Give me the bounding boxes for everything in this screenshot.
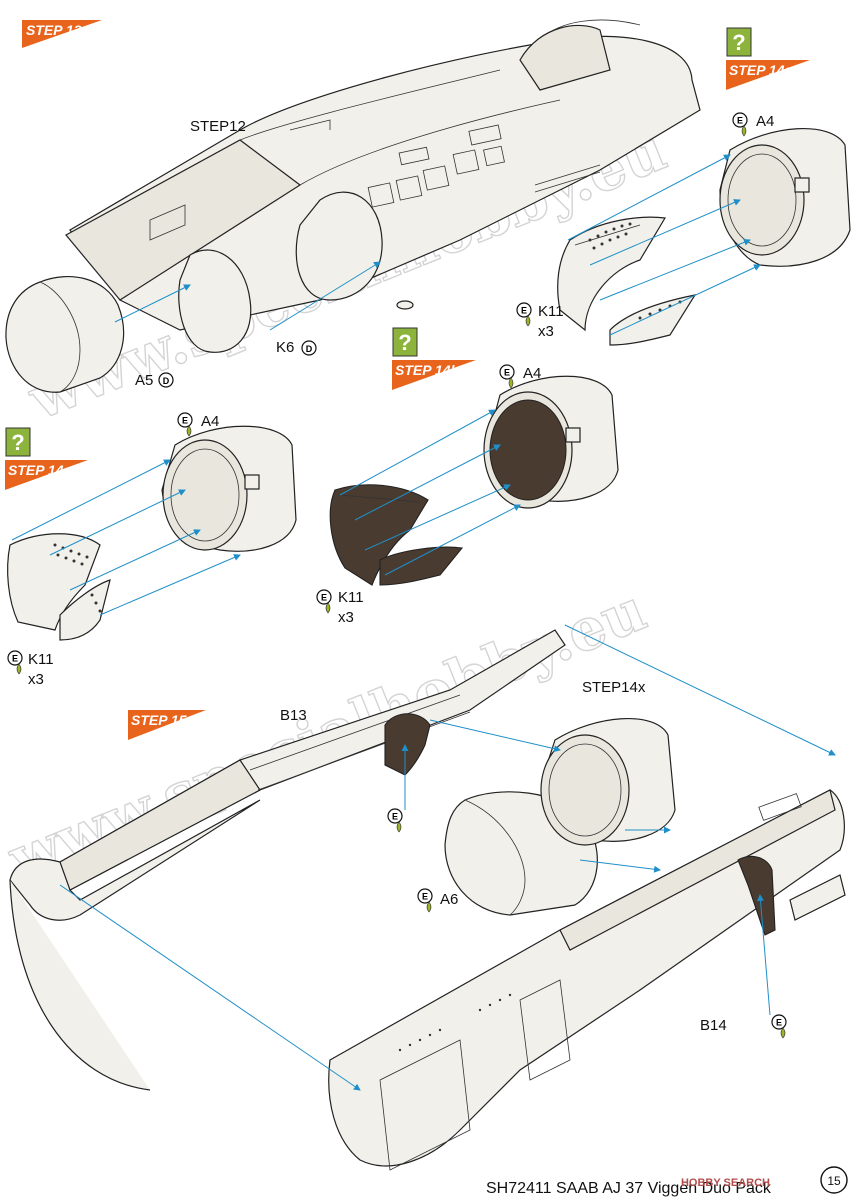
part-b14-label: B14 [700, 1017, 727, 1034]
step-15-assembly [9, 624, 846, 1171]
step-13-tag: STEP 13 [22, 20, 102, 48]
sprue-e-letter: E [321, 593, 327, 603]
part-k11-label: K11 [538, 303, 564, 320]
step-14a-question-icon: ? [726, 27, 752, 57]
step-13-assembly [5, 19, 701, 393]
quantity-x3-label: x3 [28, 671, 44, 688]
part-b13-label: B13 [280, 707, 307, 724]
sprue-e-letter: E [392, 812, 398, 822]
sprue-e-letter: E [422, 892, 428, 902]
svg-text:D: D [306, 344, 313, 354]
step-14c-assembly [7, 425, 297, 641]
part-k6-label: K6 [276, 339, 294, 356]
step-13-label: STEP 13 [26, 22, 82, 38]
step-15-tag: STEP 15 [128, 710, 206, 740]
part-k11-label: K11 [28, 651, 54, 668]
step-14c-tag: STEP 14c [5, 460, 88, 490]
publisher-mark: HOBBY SEARCH [681, 1177, 770, 1189]
svg-text:D: D [163, 376, 170, 386]
step-14c-label: STEP 14c [8, 462, 72, 478]
step-14b-tag: STEP 14b [392, 360, 476, 390]
quantity-x3-label: x3 [538, 323, 554, 340]
step-14a-assembly [557, 128, 851, 346]
page-number-badge: 15 [820, 1166, 848, 1194]
sprue-e-letter: E [12, 654, 18, 664]
svg-text:?: ? [732, 30, 745, 55]
sprue-e-letter: E [521, 306, 527, 316]
step-14a-tag: STEP 14a [726, 60, 810, 90]
step-14b-assembly [329, 375, 619, 586]
part-a4-label: A4 [201, 413, 219, 430]
sprue-d-icon: D [158, 372, 174, 388]
part-k11-label: K11 [338, 589, 364, 606]
step-14b-label: STEP 14b [395, 362, 460, 378]
part-a6-label: A6 [440, 891, 458, 908]
step-15-label: STEP 15 [131, 712, 187, 728]
part-a4-label: A4 [523, 365, 541, 382]
part-a5-label: A5 [135, 372, 153, 389]
sprue-e-letter: E [737, 116, 743, 126]
sprue-e-letter: E [776, 1018, 782, 1028]
petal-holes-icon [53, 543, 102, 613]
step12-reference-label: STEP12 [190, 118, 246, 135]
step-14c-question-icon: ? [5, 427, 31, 457]
step-14a-label: STEP 14a [729, 62, 793, 78]
svg-text:?: ? [398, 330, 411, 355]
sprue-e-letter: E [182, 416, 188, 426]
step14x-reference-label: STEP14x [582, 679, 646, 696]
sprue-e-letter: E [504, 368, 510, 378]
quantity-x3-label: x3 [338, 609, 354, 626]
step-14b-question-icon: ? [392, 327, 418, 357]
sprue-d-icon: D [301, 340, 317, 356]
svg-text:?: ? [11, 430, 24, 455]
footer-product-title: SH72411 SAAB AJ 37 Viggen Duo Pack [486, 1180, 772, 1197]
part-a4-label: A4 [756, 113, 774, 130]
page-number: 15 [827, 1174, 841, 1188]
